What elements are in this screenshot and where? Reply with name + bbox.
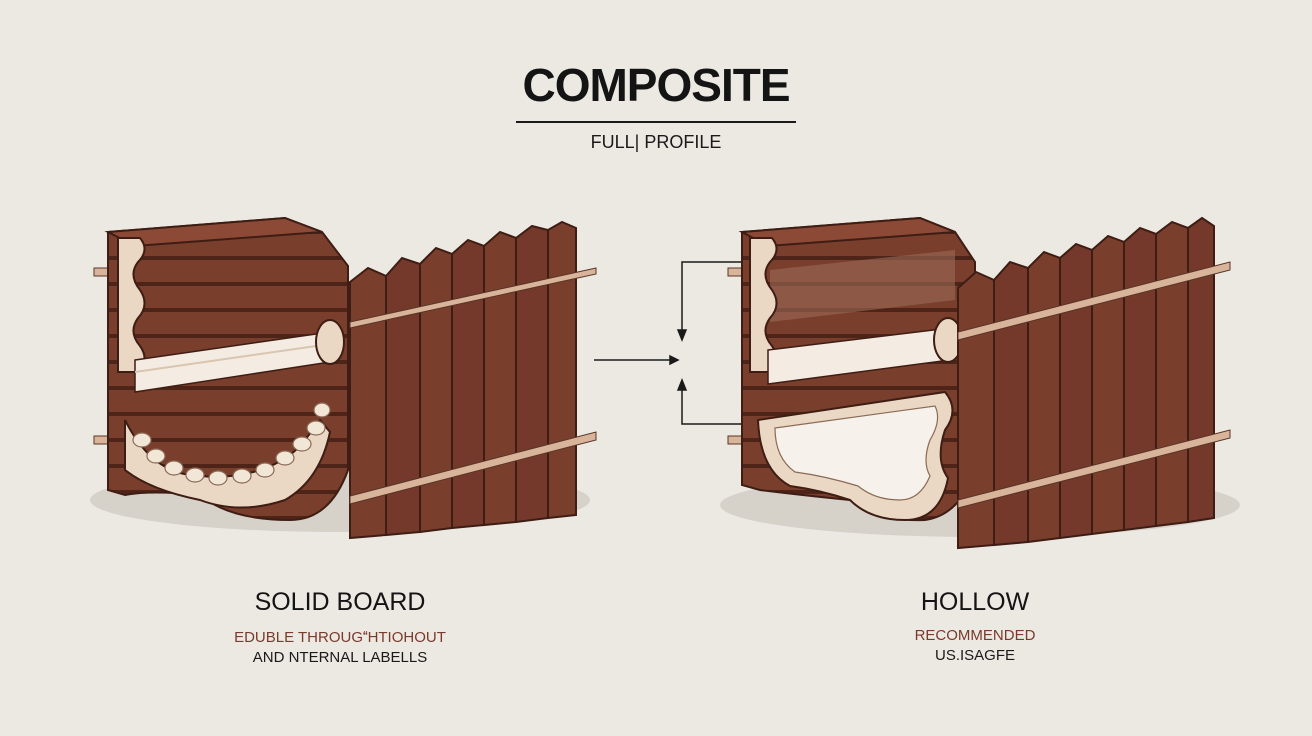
solid-desc-line-1: EDUBLE THROUGHTIOHOUT: [200, 628, 480, 648]
hollow-board-title: HOLLOW: [830, 588, 1120, 617]
hollow-board-illustration: [720, 218, 1240, 548]
solid-desc-line-2: AND NTERNAL LABELLS: [200, 648, 480, 668]
comparison-arrows: [594, 262, 760, 424]
solid-board-title: SOLID BOARD: [200, 588, 480, 617]
hollow-board-description: RECOMMENDED US.ISAGFE: [830, 626, 1120, 666]
solid-board-description: EDUBLE THROUGHTIOHOUT AND NTERNAL LABEL…: [200, 628, 480, 668]
hollow-desc-line-2: US.ISAGFE: [830, 646, 1120, 666]
hollow-desc-line-1: RECOMMENDED: [830, 626, 1120, 646]
solid-tube-end: [316, 320, 344, 364]
solid-board-illustration: [90, 218, 596, 538]
solid-profile-edge: [118, 238, 145, 372]
